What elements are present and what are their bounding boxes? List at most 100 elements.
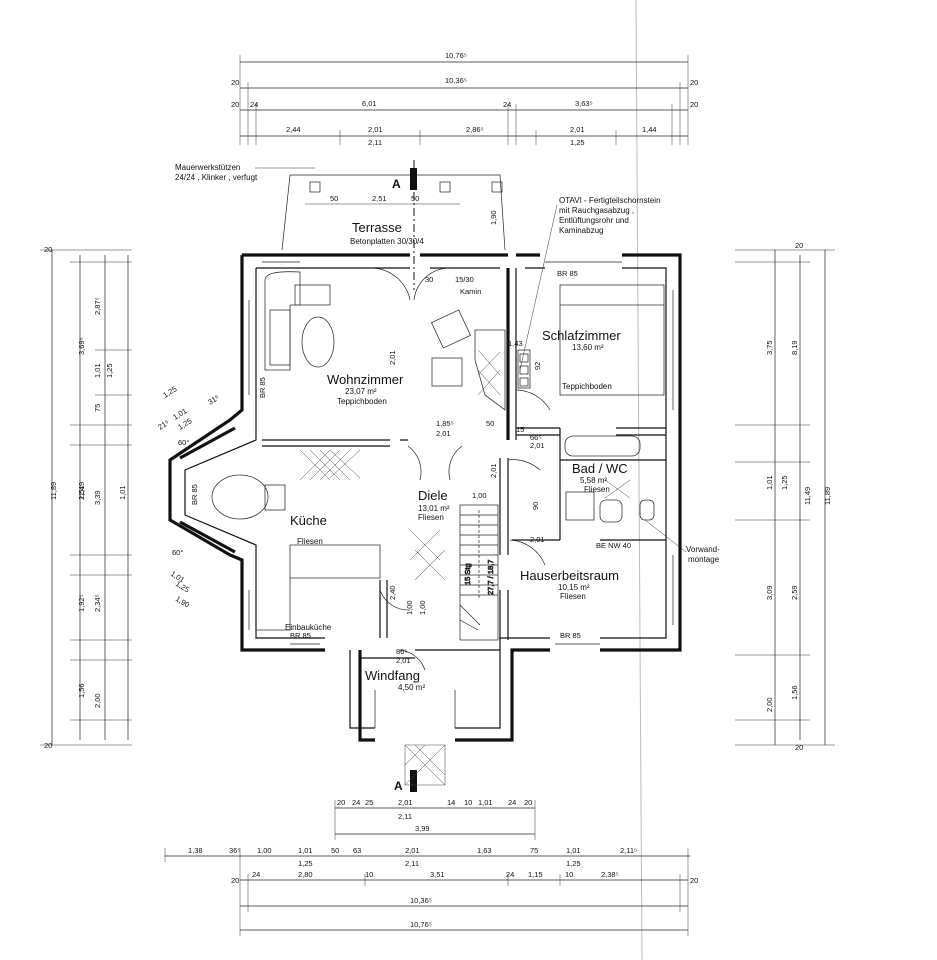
dim-bottom-r3: 1,01 — [566, 846, 581, 855]
svg-text:1,90: 1,90 — [174, 594, 191, 609]
dim-left: 2,51 — [77, 485, 86, 500]
svg-text:1,85⁵: 1,85⁵ — [436, 419, 454, 428]
dim-top-end: 20 — [690, 100, 698, 109]
room-bad-area: 5,58 m² — [580, 476, 607, 485]
staircase: 15 Stg 27,7 / 18,7 — [459, 504, 499, 641]
svg-text:A: A — [394, 779, 403, 793]
dim-bottom-r1: 24 — [508, 798, 516, 807]
svg-text:BR 85: BR 85 — [290, 631, 311, 640]
stair-label: 15 Stg — [463, 563, 472, 585]
room-diele: Diele — [418, 488, 448, 503]
dim-bottom-r3: 2,11⁵ — [620, 846, 637, 855]
room-wohnzimmer-floor: Teppichboden — [337, 397, 387, 406]
terrace: 50 2,51 50 1,90 Terrasse Betonplatten 30… — [281, 174, 506, 251]
room-bad: Bad / WC — [572, 461, 628, 476]
room-windfang: Windfang — [365, 668, 420, 683]
note-otavi2: mit Rauchgasabzug , — [559, 206, 634, 215]
dim-top-r4: 2,01 — [368, 125, 383, 134]
svg-text:BR 85: BR 85 — [557, 269, 578, 278]
dim-bottom-r3: 2,01 — [405, 846, 420, 855]
dim-top-end: 20 — [231, 78, 239, 87]
dim-right: 1,56 — [790, 685, 799, 700]
svg-text:BE NW 40: BE NW 40 — [596, 541, 631, 550]
dim-top-r4: 2,44 — [286, 125, 301, 134]
svg-text:2,51: 2,51 — [372, 194, 387, 203]
dim-bottom-r3: 1,00 — [257, 846, 272, 855]
room-schlafzimmer-floor: Teppichboden — [562, 382, 612, 391]
dim-right: 3,75 — [765, 340, 774, 355]
svg-text:2,01: 2,01 — [530, 441, 545, 450]
dim-bottom-r3: 1,38 — [188, 846, 203, 855]
dim-top-r4: 2,01 — [570, 125, 585, 134]
svg-text:2,01: 2,01 — [530, 535, 545, 544]
dim-bottom-r4: 3,51 — [430, 870, 445, 879]
room-wohnzimmer-area: 23,07 m² — [345, 387, 377, 396]
svg-text:60°: 60° — [172, 548, 183, 557]
dim-bottom-r1: 20 — [524, 798, 532, 807]
dim-right: 20 — [795, 743, 803, 752]
svg-text:15/30: 15/30 — [455, 275, 474, 284]
dim-bottom-r3b: 1,25 — [566, 859, 581, 868]
dim-top-r5: 2,11 — [368, 138, 382, 147]
svg-text:1,25: 1,25 — [174, 579, 191, 594]
bottom-dimensions: 20 24 25 2,01 14 10 1,01 24 20 2,11 3,99… — [164, 798, 698, 936]
dim-bottom-r2: 3,99 — [415, 824, 430, 833]
dim-bottom-r3: 63 — [353, 846, 361, 855]
dim-bottom-r3b: 2,11 — [405, 859, 419, 868]
note-otavi3: Entlüftungsrohr und — [559, 216, 629, 225]
dim-left: 1,01 — [118, 485, 127, 500]
note-otavi4: Kaminabzug — [559, 226, 603, 235]
furniture — [211, 271, 665, 631]
dim-bottom-r4: 24 — [252, 870, 260, 879]
svg-text:Kamin: Kamin — [460, 287, 481, 296]
dim-left: 1,25 — [105, 363, 114, 378]
dim-top-end: 20 — [231, 100, 239, 109]
dim-bottom-r4: 2,80 — [298, 870, 313, 879]
dim-right: 2,00 — [765, 697, 774, 712]
svg-text:1,00: 1,00 — [418, 600, 427, 615]
svg-text:30: 30 — [425, 275, 433, 284]
stair-label2: 27,7 / 18,7 — [486, 560, 495, 595]
dim-top-r4: 2,86⁵ — [466, 125, 484, 134]
dim-bottom-r4: 2,38⁵ — [601, 870, 619, 879]
room-schlafzimmer: Schlafzimmer — [542, 328, 621, 343]
svg-text:1,90: 1,90 — [489, 210, 498, 225]
fold-line — [635, 0, 643, 960]
dim-bottom-r4: 20 — [690, 876, 698, 885]
note-vorwand2: montage — [688, 555, 720, 564]
dim-left: 11,49 — [77, 482, 86, 500]
tile-hatch — [299, 349, 631, 786]
dim-bottom-r3: 50 — [331, 846, 339, 855]
svg-text:2,40: 2,40 — [388, 585, 397, 600]
dim-right: 3,09 — [765, 585, 774, 600]
dim-right: 11,49 — [803, 487, 812, 505]
note-mauer: Mauerwerkstützen — [175, 163, 240, 172]
doors — [369, 267, 551, 728]
dim-bottom-r1: 24 — [352, 798, 360, 807]
dim-bottom-r1: 14 — [447, 798, 455, 807]
svg-text:1,43: 1,43 — [508, 339, 523, 348]
room-wohnzimmer: Wohnzimmer — [327, 372, 404, 387]
dim-left: 75 — [93, 404, 102, 412]
dim-left: 2,87⁵ — [93, 297, 102, 315]
dim-bottom-r3b: 1,25 — [298, 859, 313, 868]
section-marker-bottom: A — [394, 770, 417, 793]
dim-bottom-r1: 2,01 — [398, 798, 413, 807]
svg-text:1,00: 1,00 — [405, 600, 414, 615]
dim-left: 11,89 — [49, 482, 58, 500]
dim-bottom-r5: 10,36⁵ — [410, 896, 432, 905]
dim-left: 3,69⁵ — [77, 337, 86, 355]
svg-text:1,00: 1,00 — [472, 491, 487, 500]
dim-right: 8,19 — [790, 340, 799, 355]
dim-left: 20 — [44, 741, 52, 750]
terrace-label: Terrasse — [352, 220, 402, 235]
dim-bottom-r3: 36⁵ — [229, 846, 240, 855]
room-hwr-area: 10,15 m² — [558, 583, 590, 592]
dim-bottom-r3: 1,01 — [298, 846, 313, 855]
dim-bottom-r1: 10 — [464, 798, 472, 807]
room-hwr-floor: Fliesen — [560, 592, 586, 601]
svg-text:21⁵: 21⁵ — [156, 418, 170, 432]
dim-bottom-r3: 1,63 — [477, 846, 492, 855]
top-dimensions: 10,76⁵ 10,36⁵ 6,01 3,63⁵ 2,44 2,01 2,86⁵… — [231, 51, 698, 147]
